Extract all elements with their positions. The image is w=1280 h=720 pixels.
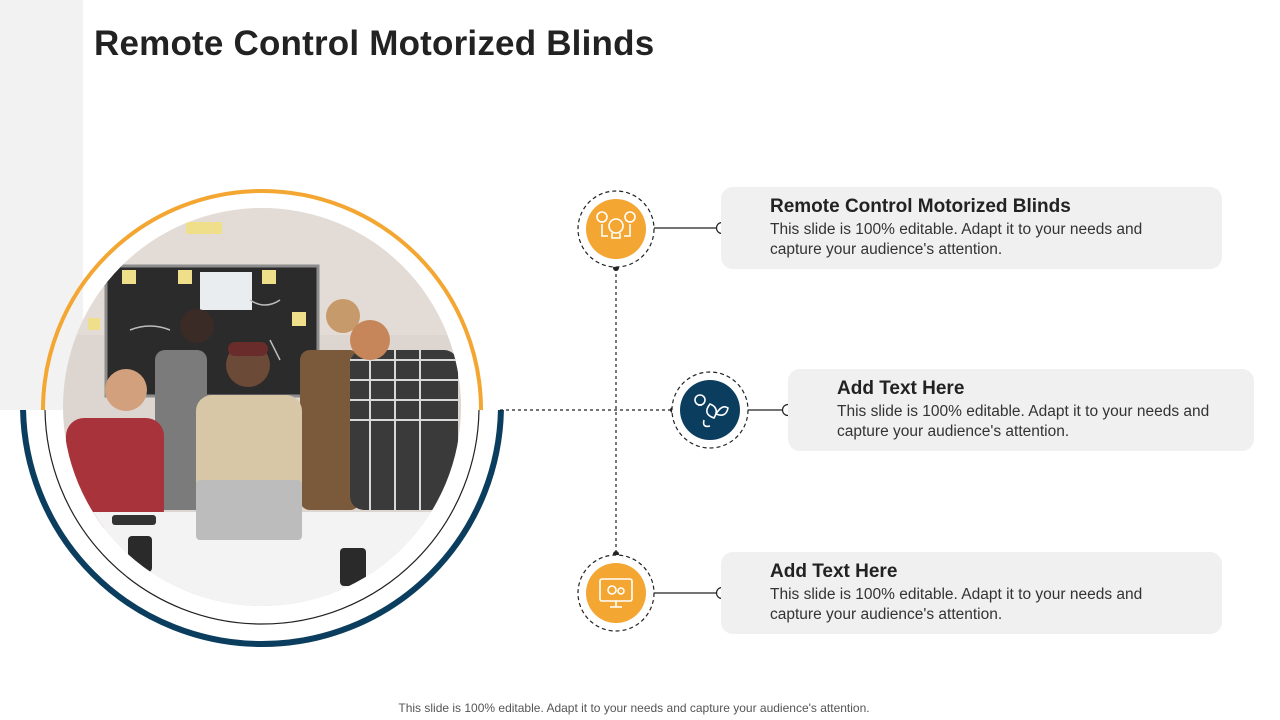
card-description: This slide is 100% editable. Adapt it to…	[837, 403, 1210, 440]
monitor-gear-icon	[599, 578, 633, 608]
team-photo	[63, 208, 461, 606]
node-2	[671, 371, 795, 449]
laptop	[196, 480, 302, 540]
card-title: Add Text Here	[770, 561, 898, 582]
thin-ring	[44, 410, 480, 625]
growth-idea-icon	[694, 394, 729, 428]
side-panel	[0, 0, 83, 410]
card-description: This slide is 100% editable. Adapt it to…	[770, 221, 1143, 258]
card-title: Add Text Here	[837, 378, 965, 399]
info-card-1: Remote Control Motorized Blinds This sli…	[721, 187, 1222, 269]
card-title: Remote Control Motorized Blinds	[770, 196, 1071, 217]
footer-note: This slide is 100% editable. Adapt it to…	[398, 701, 870, 715]
orange-ring	[41, 189, 483, 410]
card-description: This slide is 100% editable. Adapt it to…	[770, 586, 1143, 623]
node-3	[577, 554, 729, 632]
info-card-3: Add Text Here This slide is 100% editabl…	[721, 552, 1222, 634]
gear-bulb-icon	[596, 211, 636, 239]
node-1	[577, 190, 729, 268]
page-title: Remote Control Motorized Blinds	[94, 24, 655, 63]
navy-ring	[20, 410, 504, 647]
info-card-2: Add Text Here This slide is 100% editabl…	[788, 369, 1254, 451]
